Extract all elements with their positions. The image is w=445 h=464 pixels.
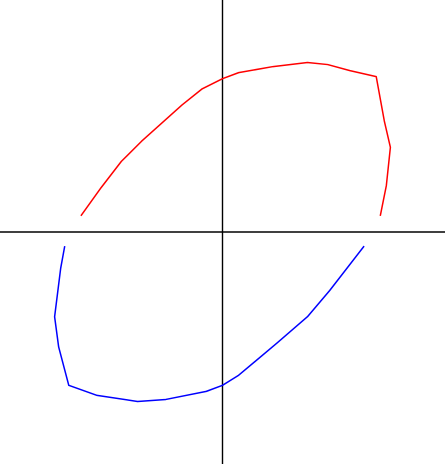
series-layer <box>53 61 392 403</box>
series-line-2 <box>53 245 365 403</box>
series-line-1 <box>80 61 392 217</box>
